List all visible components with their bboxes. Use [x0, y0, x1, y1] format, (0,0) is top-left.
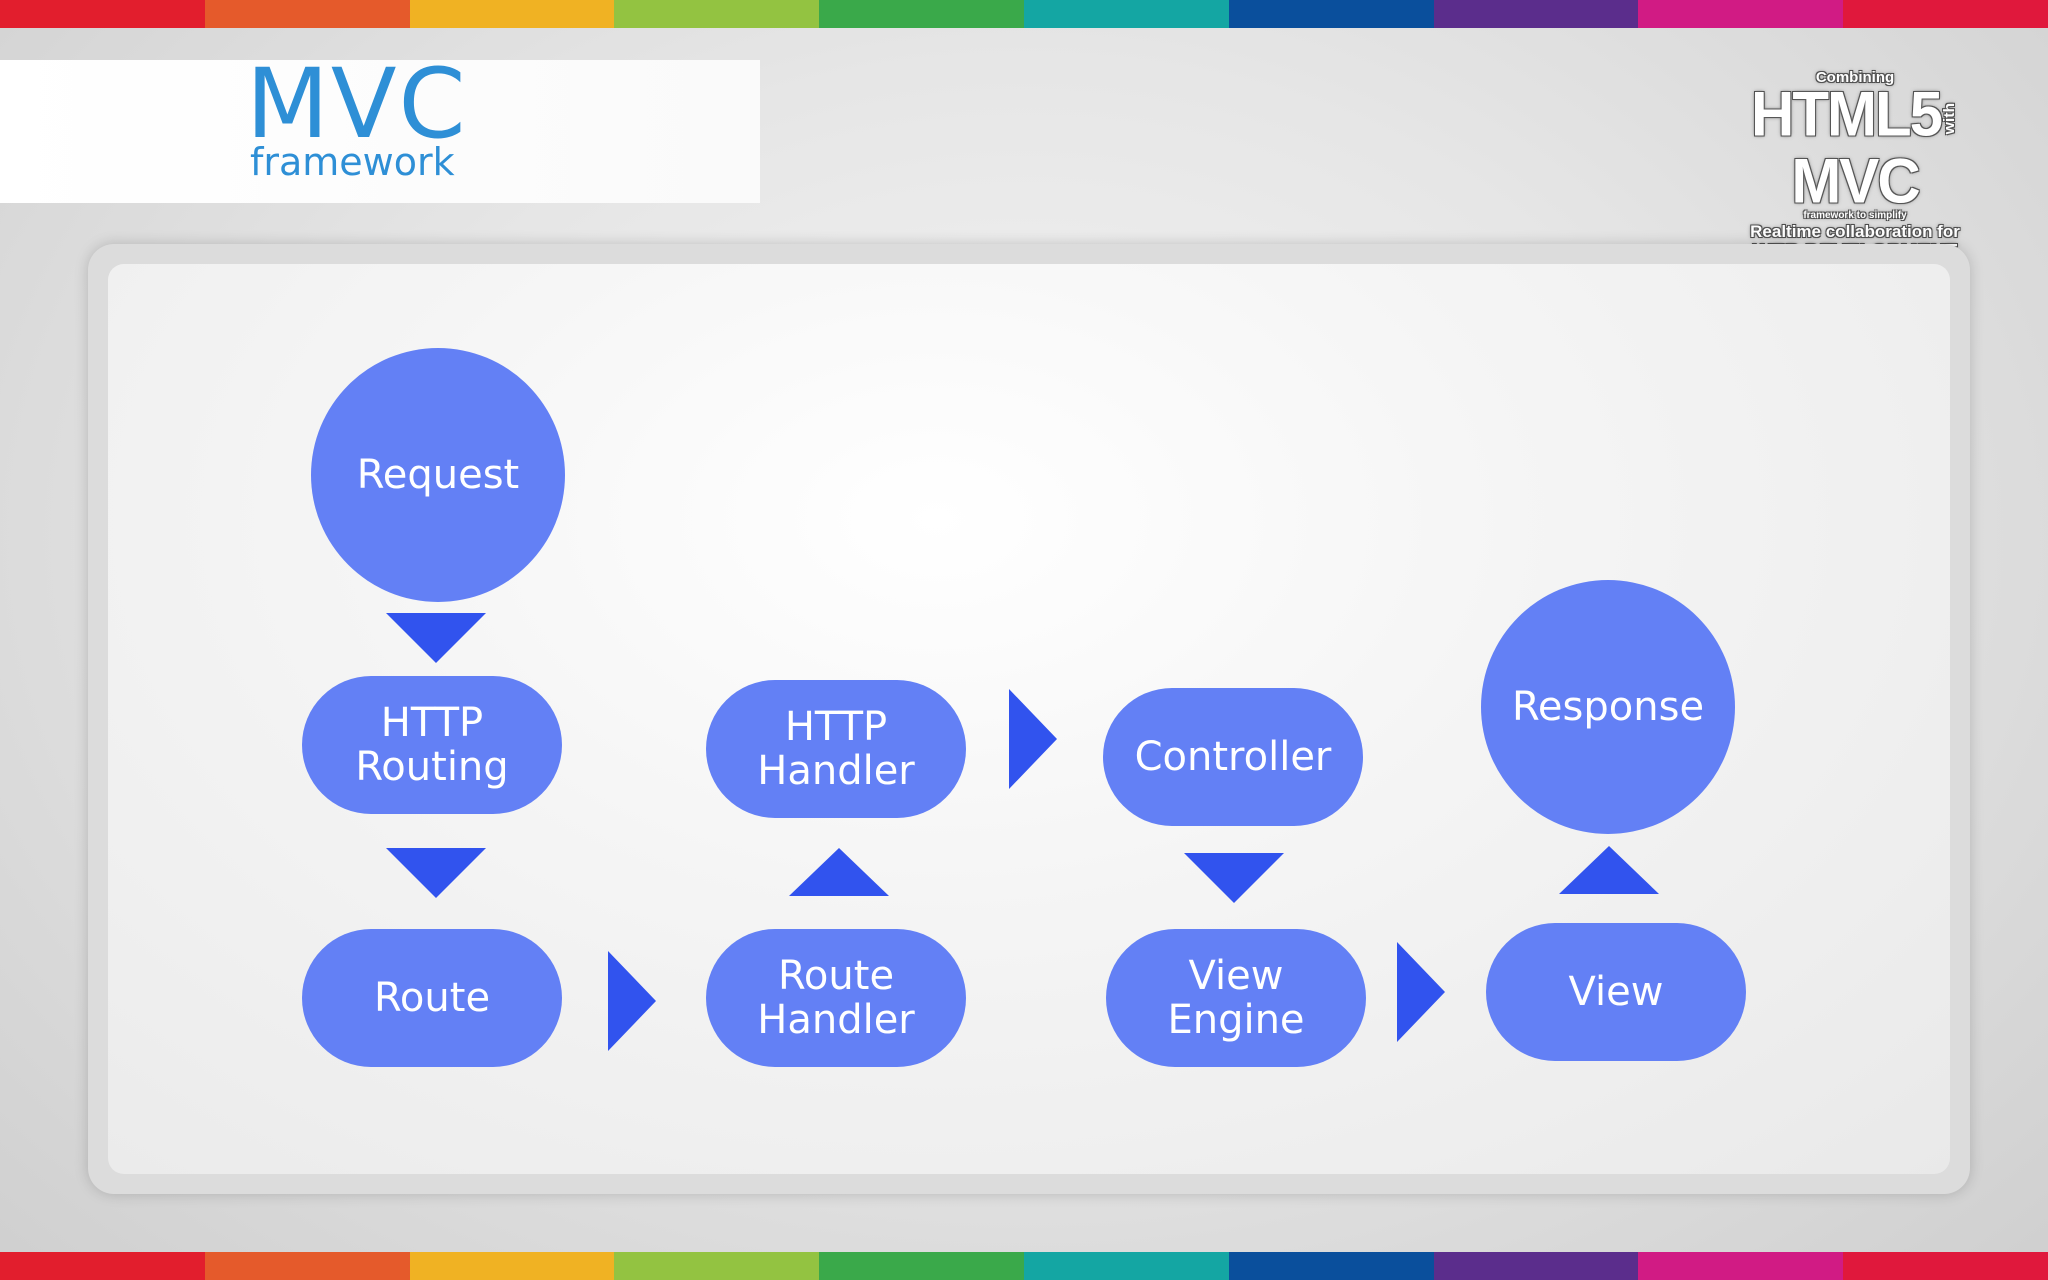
- node-view-engine: View Engine: [1106, 929, 1366, 1067]
- arrow-view-to-response: [1559, 846, 1659, 894]
- stripe-segment: [0, 1252, 205, 1280]
- stripe-segment: [1023, 1252, 1229, 1280]
- stripe-segment: [409, 0, 615, 28]
- stripe-segment: [1638, 1252, 1844, 1280]
- logo-main-right: MVC: [1791, 146, 1920, 217]
- stripe-segment: [409, 1252, 615, 1280]
- logo-small-text: framework to simplify: [1803, 210, 1907, 222]
- arrow-request-to-http-routing: [386, 613, 486, 663]
- course-logo: Combining HTML5withMVC framework to simp…: [1700, 69, 2010, 264]
- page-subtitle: framework: [250, 140, 455, 184]
- arrow-route-to-route-handler: [608, 951, 656, 1051]
- node-view: View: [1486, 923, 1746, 1061]
- arrow-view-engine-to-view: [1397, 942, 1445, 1042]
- stripe-segment: [819, 0, 1024, 28]
- logo-main-left: HTML5: [1751, 78, 1943, 150]
- arrow-controller-to-view-engine: [1184, 853, 1284, 903]
- node-response: Response: [1481, 580, 1735, 834]
- node-controller: Controller: [1103, 688, 1363, 826]
- arrow-route-handler-to-http-handler: [789, 848, 889, 896]
- stripe-segment: [1433, 0, 1639, 28]
- node-route: Route: [302, 929, 562, 1067]
- stripe-segment: [1433, 1252, 1639, 1280]
- arrow-http-handler-to-controller: [1009, 689, 1057, 789]
- node-http-handler: HTTP Handler: [706, 680, 966, 818]
- node-route-handler: Route Handler: [706, 929, 966, 1067]
- stripe-segment: [614, 0, 820, 28]
- stripe-segment: [1843, 0, 2048, 28]
- stripe-segment: [1638, 0, 1844, 28]
- stripe-segment: [819, 1252, 1024, 1280]
- top-color-stripe: [0, 0, 2048, 28]
- stripe-segment: [0, 0, 205, 28]
- stripe-segment: [1228, 0, 1434, 28]
- node-request: Request: [311, 348, 565, 602]
- logo-middle-text: Realtime collaboration for: [1750, 222, 1960, 242]
- bottom-color-stripe: [0, 1252, 2048, 1280]
- arrow-http-routing-to-route: [386, 848, 486, 898]
- logo-top-text: Combining: [1815, 69, 1895, 86]
- stripe-segment: [1843, 1252, 2048, 1280]
- logo-main-with: with: [1940, 103, 1958, 135]
- stripe-segment: [614, 1252, 820, 1280]
- page-title: MVC: [246, 48, 468, 160]
- stripe-segment: [204, 0, 410, 28]
- stripe-segment: [1228, 1252, 1434, 1280]
- stripe-segment: [1023, 0, 1229, 28]
- title-card: [0, 60, 760, 203]
- logo-main-text: HTML5withMVC: [1700, 82, 2010, 217]
- stripe-segment: [204, 1252, 410, 1280]
- node-http-routing: HTTP Routing: [302, 676, 562, 814]
